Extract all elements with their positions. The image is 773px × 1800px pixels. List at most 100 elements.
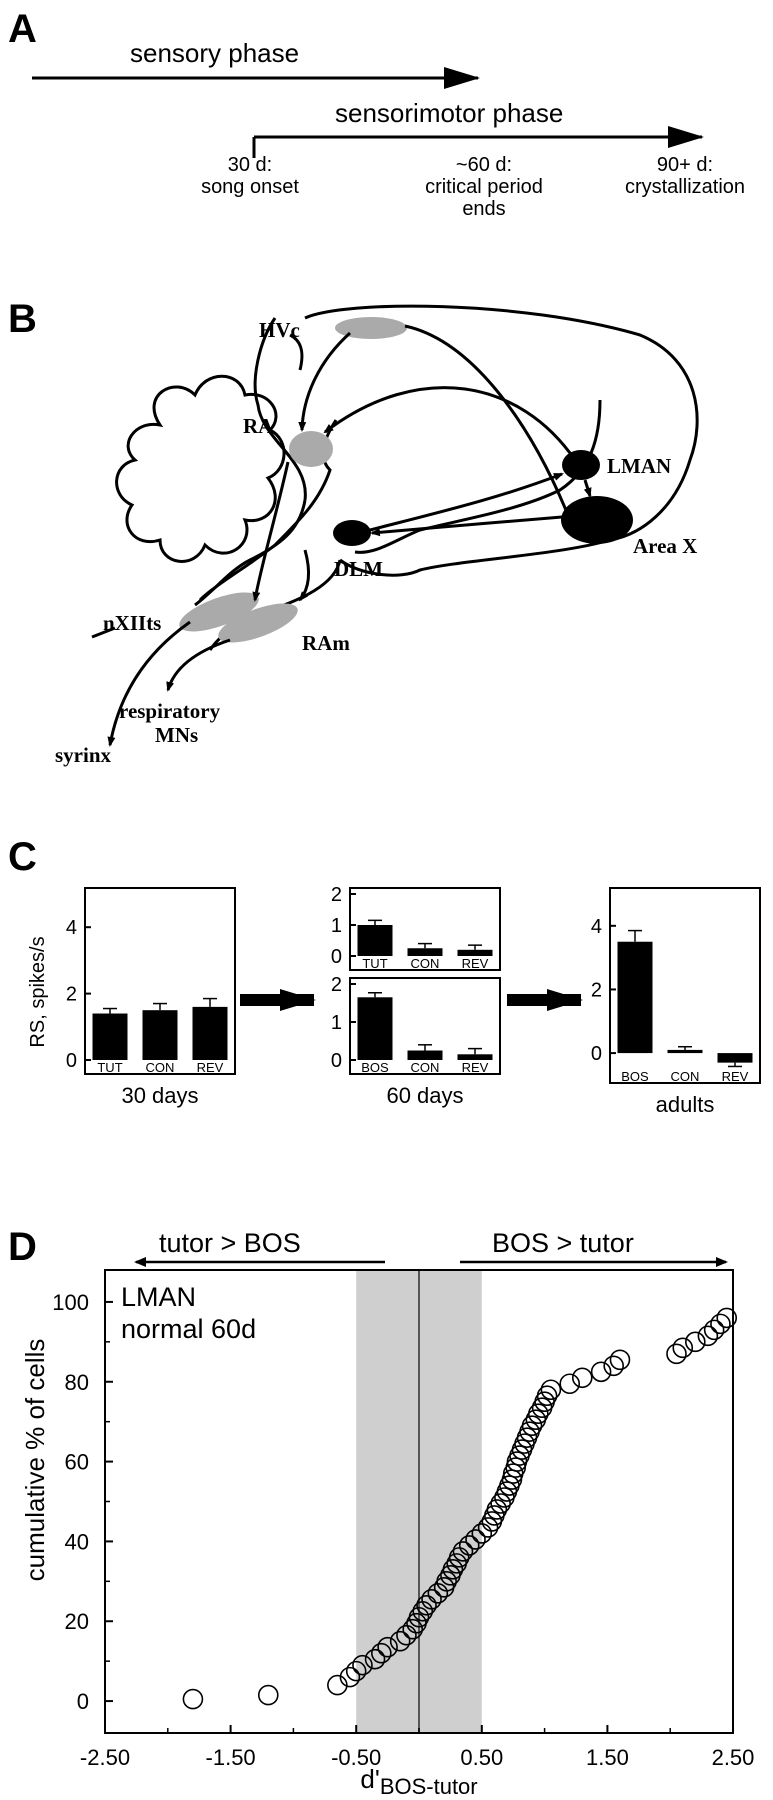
panel-c-ylabel: RS, spikes/s <box>27 936 49 1047</box>
scatter-point <box>416 1594 437 1616</box>
bar-chart-ytick-label: 0 <box>66 1050 77 1072</box>
brain-inner-bottom <box>354 399 602 554</box>
scatter-title-line: LMAN <box>121 1282 196 1312</box>
xlabel-sub: BOS-tutor <box>380 1774 478 1799</box>
panel-d: D tutor > BOS BOS > tutor cumulative % o… <box>8 1225 754 1799</box>
bos-gt-tutor-label: BOS > tutor <box>492 1228 634 1258</box>
scatter-xtick-label: 1.50 <box>586 1745 629 1770</box>
scatter-point <box>559 1373 581 1395</box>
areax-label: Area X <box>633 534 697 558</box>
bar-chart-ytick-label: 2 <box>66 984 77 1006</box>
hvc-nucleus <box>335 317 407 339</box>
scatter-ytick-label: 60 <box>65 1450 89 1475</box>
scatter-xtick-label: -1.50 <box>206 1745 256 1770</box>
bar-category-label: CON <box>411 1060 440 1075</box>
milestone-desc-60b: ends <box>462 198 505 220</box>
bar-category-label: CON <box>671 1069 700 1084</box>
scatter-point <box>396 1624 417 1646</box>
xlabel-main: d' <box>360 1764 379 1794</box>
scatter-point <box>710 1313 731 1335</box>
scatter-ytick-label: 100 <box>52 1290 89 1315</box>
dlm-lman-arrow <box>369 472 564 532</box>
lman-label: LMAN <box>607 454 671 478</box>
scatter-point <box>716 1307 738 1329</box>
ra-nxiits-arrow <box>252 461 290 602</box>
hvc-label: HVc <box>259 318 300 342</box>
bar-chart-frame <box>349 977 501 1075</box>
brain-inner-curve <box>289 333 304 371</box>
scatter-ytick-label: 40 <box>65 1529 89 1554</box>
scatter-title-line: normal 60d <box>121 1314 256 1344</box>
lman-nucleus <box>562 450 600 480</box>
bar-chart-caption: adults <box>656 1092 715 1117</box>
scatter-point <box>364 1648 386 1670</box>
scatter-xtick-label: -2.50 <box>80 1745 130 1770</box>
bar-chart-ytick-label: 2 <box>331 974 342 996</box>
bar <box>717 1053 753 1063</box>
scatter-point <box>471 1523 493 1544</box>
scatter-point <box>465 1529 486 1550</box>
bar-chart-caption: 60 days <box>386 1083 463 1108</box>
bar <box>457 949 493 956</box>
bar-category-label: CON <box>146 1060 175 1075</box>
dlm-label: DLM <box>334 557 383 581</box>
hvc-ra-arrow <box>298 331 352 432</box>
sensorimotor-phase-label: sensorimotor phase <box>335 98 563 128</box>
bar <box>407 948 443 956</box>
bar-chart-ytick-label: 0 <box>331 946 342 968</box>
milestone-day-60: ~60 d: <box>456 154 512 176</box>
milestone-day-90: 90+ d: <box>657 154 713 176</box>
scatter-point <box>389 1630 411 1652</box>
bar-chart-ytick-label: 1 <box>331 1012 342 1034</box>
nxiits-label: nXIIts <box>103 611 161 635</box>
bar-category-label: REV <box>462 956 489 971</box>
ra-label: RA <box>243 414 274 438</box>
ra-ram-arrow <box>298 549 311 602</box>
dlm-nucleus <box>333 520 371 546</box>
bar-category-label: BOS <box>621 1069 649 1084</box>
bar <box>142 1010 178 1060</box>
scatter-point <box>490 1493 511 1514</box>
panel-b-letter: B <box>8 297 37 341</box>
milestone-day-30: 30 d: <box>228 154 272 176</box>
sensory-phase-label: sensory phase <box>130 38 299 68</box>
panel-b: B HVc RA LMAN Ar <box>8 297 699 767</box>
bar-category-label: REV <box>197 1060 224 1075</box>
scatter-ytick-label: 80 <box>65 1370 89 1395</box>
brainstem-inner <box>194 499 307 607</box>
panel-d-letter: D <box>8 1225 37 1269</box>
bar <box>192 1006 228 1060</box>
bar-chart-frame <box>609 887 761 1084</box>
panel-d-ylabel: cumulative % of cells <box>20 1339 50 1582</box>
bar <box>92 1013 128 1060</box>
mns-label: MNs <box>155 723 198 747</box>
scatter-point <box>666 1343 687 1365</box>
scatter-point <box>571 1367 593 1389</box>
respiratory-arrow <box>166 638 231 692</box>
milestone-desc-90: crystallization <box>625 176 745 198</box>
hvc-areax-arrow <box>404 324 572 522</box>
bar-chart-ytick-label: 4 <box>66 917 77 939</box>
bar <box>617 941 653 1054</box>
bar-category-label: REV <box>462 1060 489 1075</box>
scatter-point <box>590 1361 612 1383</box>
respiratory-label: respiratory <box>119 699 221 723</box>
scatter-point <box>436 1571 457 1592</box>
scatter-point <box>486 1499 508 1520</box>
panel-d-xlabel: d'BOS-tutor <box>360 1764 477 1799</box>
scatter-point <box>672 1337 694 1359</box>
syrinx-label: syrinx <box>55 743 112 767</box>
bar-category-label: TUT <box>97 1060 122 1075</box>
scatter-point <box>182 1688 204 1710</box>
ram-label: RAm <box>302 631 350 655</box>
scatter-point <box>540 1379 562 1401</box>
lman-ra-arrow <box>323 386 577 461</box>
bar-chart-ytick-label: 1 <box>331 915 342 937</box>
scatter-point <box>697 1325 719 1347</box>
scatter-point <box>536 1385 558 1407</box>
scatter-xtick-label: -0.50 <box>331 1745 381 1770</box>
